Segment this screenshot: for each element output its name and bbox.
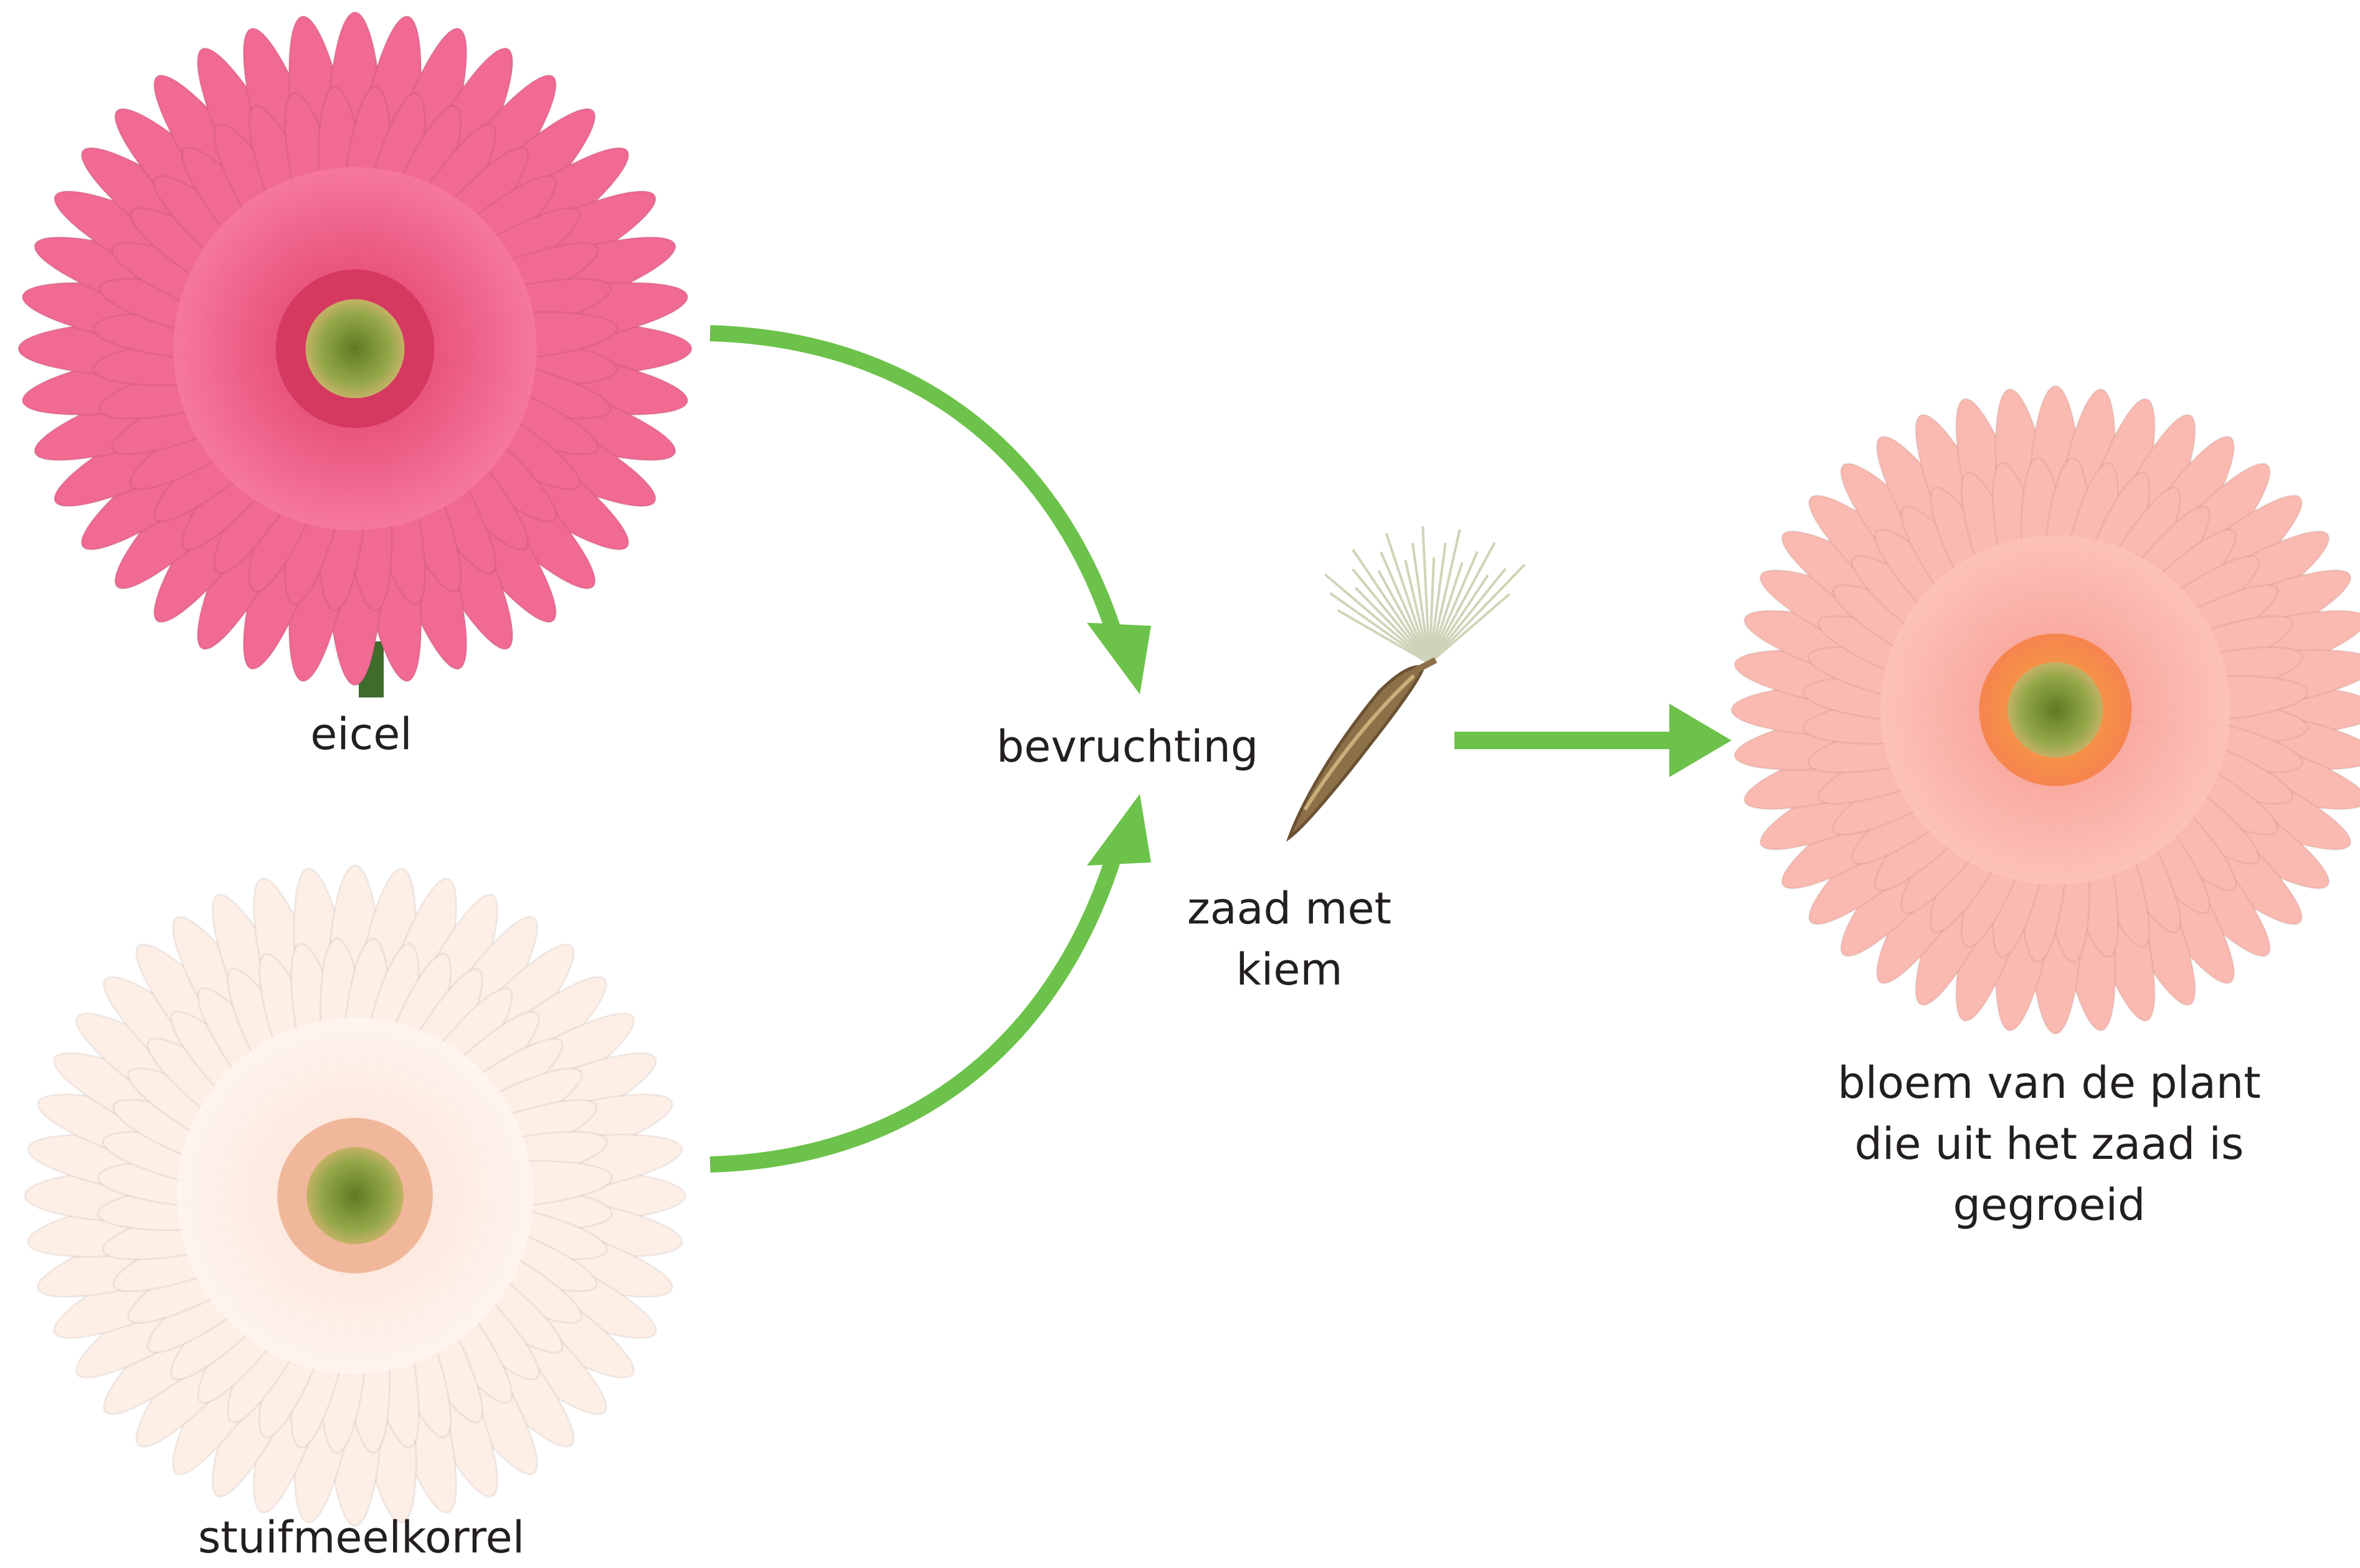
arrowhead-right-icon (1669, 704, 1732, 777)
seed-with-pappus-icon (1289, 526, 1525, 838)
flower-center (306, 300, 405, 399)
pappus-bristle (1429, 565, 1525, 663)
pappus-bristle (1429, 542, 1495, 663)
arrowhead-down-icon (1087, 623, 1151, 694)
seed-label: zaad met kiem (1134, 878, 1445, 1000)
egg-label: eicel (237, 704, 486, 765)
fertilization-label: bevruchting (972, 716, 1283, 777)
pink-gerbera-icon (18, 12, 692, 686)
arrowhead-up-icon (1087, 794, 1151, 866)
pappus-bristle (1355, 588, 1429, 663)
flower-center (2008, 663, 2103, 758)
peach-gerbera-icon (1731, 385, 2360, 1034)
arrow-to-offspring-shaft (1454, 732, 1685, 749)
offspring-flower-label: bloem van de plant die uit het zaad is g… (1781, 1052, 2317, 1235)
pollen-label: stuifmeelkorrel (162, 1507, 561, 1568)
cream-gerbera-icon (24, 865, 686, 1527)
arrow-from-pollen (710, 853, 1115, 1164)
flower-center (306, 1147, 404, 1244)
arrow-from-egg (710, 333, 1115, 635)
